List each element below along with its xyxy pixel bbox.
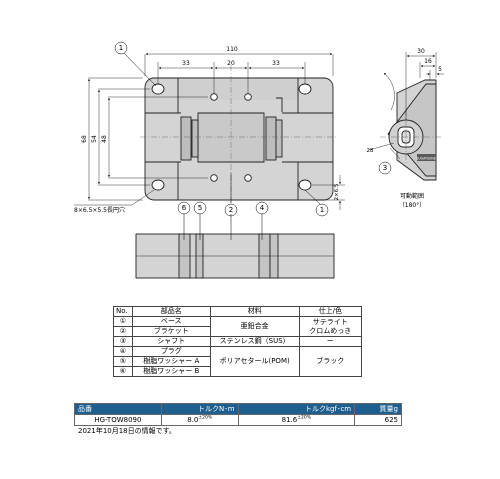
bottom-view [135, 233, 335, 279]
torque-nm: 8.0 [187, 416, 199, 424]
range-label: 可動範囲 [400, 192, 424, 200]
finish-pom: ブラック [298, 346, 363, 377]
part-no: ③ [113, 336, 133, 347]
slot-note: 8×6.5×5.5長円穴 [74, 206, 125, 214]
material-pom: ポリアセタール(POM) [209, 346, 300, 377]
material-sus: ステンレス鋼（SUS） [209, 336, 300, 347]
header-finish: 仕上/色 [298, 306, 363, 317]
front-view [144, 77, 334, 201]
torque-nm-tolerance: ±20% [198, 415, 213, 421]
callout-6: 6 [182, 204, 187, 212]
date-note: 2021年10月18日の情報です。 [78, 427, 176, 435]
part-no: ④ [113, 346, 133, 357]
header-mass: 質量g [354, 403, 402, 415]
torque-kgf-tolerance: ±20% [297, 415, 312, 421]
part-name: シャフト [131, 336, 211, 347]
part-no: ⑥ [113, 366, 133, 377]
callout-3: 3 [383, 164, 387, 172]
callout-1-top: 1 [119, 44, 123, 52]
table-row: ① ベース 亜鉛合金 サテライト クロムめっき [113, 316, 363, 337]
torque-kgf-cell: 81.6±20% [237, 414, 356, 426]
callout-1-bottom: 1 [320, 206, 324, 214]
header-material: 材料 [209, 306, 300, 317]
callout-4: 4 [260, 204, 265, 212]
finish-zinc-line2: クロムめっき [309, 326, 352, 335]
table-row: HG-TOW8090 8.0±20% 81.6±20% 625 [74, 414, 402, 426]
table-row: ④ プラグ ポリアセタール(POM) ブラック [113, 346, 363, 377]
part-name: 樹脂ワッシャー A [131, 356, 211, 367]
dim-height-48: 48 [101, 135, 108, 143]
part-no: ① [113, 316, 133, 327]
dim-side-28: 28 [367, 148, 374, 154]
table-row: ③ シャフト ステンレス鋼（SUS） ー [113, 336, 363, 347]
spec-table-header: 品番 トルクN･m トルクkgf･cm 質量g [74, 403, 402, 415]
dim-side-5: 5 [438, 66, 442, 73]
table-row: ⑥ 樹脂ワッシャー B [113, 366, 362, 377]
material-zinc: 亜鉛合金 [209, 316, 300, 337]
spec-table: 品番 トルクN･m トルクkgf･cm 質量g HG-TOW8090 8.0±2… [74, 403, 402, 426]
part-name: 樹脂ワッシャー B [131, 366, 211, 377]
dim-side-width: 30 [417, 48, 425, 55]
dim-overall-width: 110 [226, 46, 238, 53]
part-no: ⑤ [113, 356, 133, 367]
header-torque-kgf: トルクkgf･cm [237, 403, 356, 415]
side-view [387, 79, 437, 181]
header-item-no: 品番 [74, 403, 162, 415]
callout-2-front: 2 [229, 206, 233, 214]
dim-2x6-5: 2×6.5 [334, 183, 340, 200]
range-value: （180°） [399, 202, 425, 209]
finish-sus: ー [298, 336, 363, 347]
dim-height-54: 54 [91, 135, 98, 143]
dim-pitch-center: 20 [227, 60, 235, 67]
part-no: ② [113, 326, 133, 337]
brand-logo: SUGATSUNE [416, 157, 435, 161]
callout-5: 5 [198, 204, 202, 212]
header-torque-nm: トルクN･m [160, 403, 239, 415]
finish-zinc-line1: サテライト [312, 317, 348, 326]
part-name: ベース [131, 316, 211, 327]
dim-pitch-right: 33 [272, 60, 280, 67]
dim-pitch-left: 33 [182, 60, 190, 67]
part-name: ブラケット [131, 326, 211, 337]
torque-kgf: 81.6 [281, 416, 298, 424]
item-no: HG-TOW8090 [74, 414, 162, 426]
technical-drawing: 110 33 20 33 68 54 48 2×6.5 8×6.5×5.5長円穴… [74, 41, 444, 279]
finish-zinc: サテライト クロムめっき [298, 316, 363, 337]
torque-nm-cell: 8.0±20% [160, 414, 239, 426]
mass: 625 [354, 414, 402, 426]
part-name: プラグ [131, 346, 211, 357]
dim-side-16: 16 [424, 58, 432, 65]
dim-height-overall: 68 [81, 135, 88, 143]
parts-table-header: No. 部品名 材料 仕上/色 [113, 306, 363, 317]
parts-table: No. 部品名 材料 仕上/色 ① ベース 亜鉛合金 サテライト クロムめっき … [113, 306, 363, 377]
header-part-name: 部品名 [131, 306, 211, 317]
header-no: No. [113, 306, 133, 317]
